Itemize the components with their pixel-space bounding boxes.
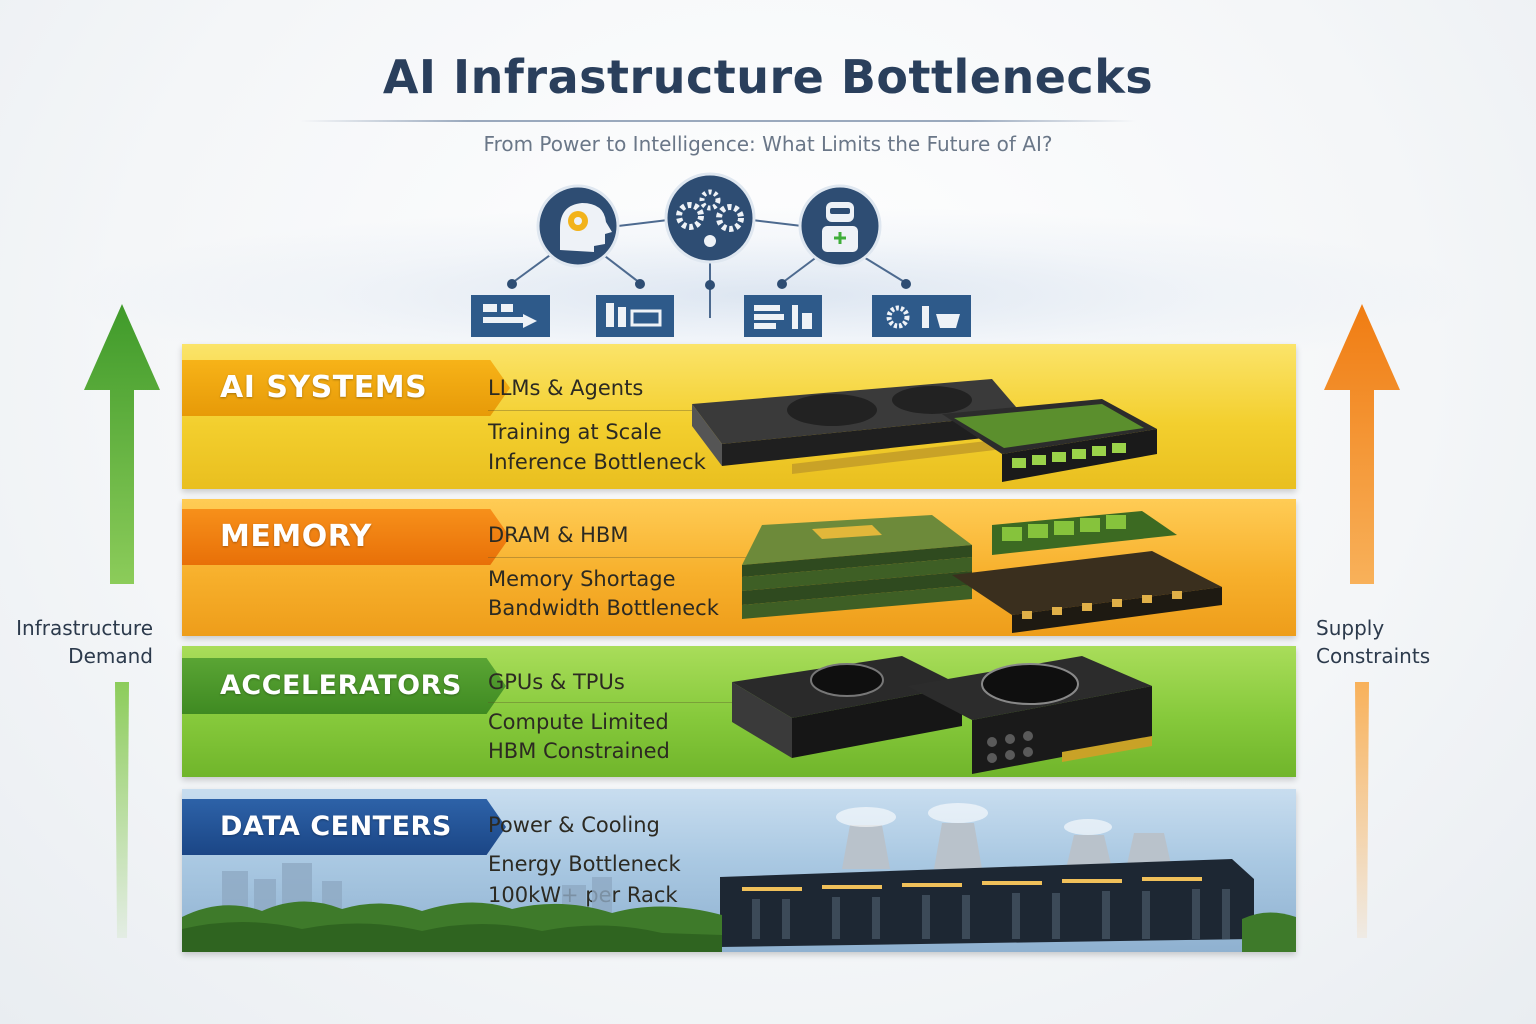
layer-item: DRAM & HBM <box>488 523 629 547</box>
gears-icon <box>664 172 756 264</box>
layer-item: GPUs & TPUs <box>488 670 625 694</box>
item-divider <box>488 702 856 703</box>
supply-constraints-label: Supply Constraints <box>1316 614 1516 670</box>
supply-arrow-icon <box>1324 304 1400 938</box>
item-divider <box>488 557 856 558</box>
page-subtitle: From Power to Intelligence: What Limits … <box>483 132 1053 156</box>
layer-item: Power & Cooling <box>488 813 660 837</box>
layer-tag: DATA CENTERS <box>182 799 506 855</box>
demand-label-line-1: Infrastructure <box>16 616 153 640</box>
layer-item: Bandwidth Bottleneck <box>488 596 719 620</box>
graphics-cards-icon <box>732 656 1152 774</box>
layer-tag: MEMORY <box>182 509 510 565</box>
layer-item: HBM Constrained <box>488 739 670 763</box>
layer-data-centers: DATA CENTERS Power & Cooling Energy Bott… <box>182 789 1296 952</box>
infrastructure-demand-label: Infrastructure Demand <box>0 614 153 670</box>
supply-label-line-2: Constraints <box>1316 644 1431 668</box>
layer-memory: MEMORY DRAM & HBM Memory Shortage Bandwi… <box>182 499 1296 636</box>
layer-item: LLMs & Agents <box>488 376 644 400</box>
layer-item: Training at Scale <box>488 420 662 444</box>
gear-toolbox-icon <box>872 295 971 337</box>
item-divider <box>488 410 856 411</box>
layer-item: Compute Limited <box>488 710 669 734</box>
document-stack-icon <box>744 295 822 337</box>
layer-ai-systems: AI SYSTEMS LLMs & Agents Training at Sca… <box>182 344 1296 489</box>
layer-item: Energy Bottleneck <box>488 852 681 876</box>
memory-modules-icon <box>742 511 1222 633</box>
demand-arrow-icon <box>84 304 160 938</box>
layer-item: Memory Shortage <box>488 567 676 591</box>
network-dots <box>507 279 911 290</box>
layer-item: Inference Bottleneck <box>488 450 706 474</box>
demand-label-line-2: Demand <box>68 644 153 668</box>
gpu-cards-icon <box>692 379 1157 482</box>
supply-label-line-1: Supply <box>1316 616 1385 640</box>
layer-tag: AI SYSTEMS <box>182 360 510 416</box>
layer-tag: ACCELERATORS <box>182 658 506 714</box>
page-title: AI Infrastructure Bottlenecks <box>382 50 1154 104</box>
flow-chart-icon <box>471 295 550 337</box>
title-divider <box>300 120 1136 122</box>
bar-panel-icon <box>596 295 674 337</box>
layer-accelerators: ACCELERATORS GPUs & TPUs Compute Limited… <box>182 646 1296 777</box>
brain-gear-icon <box>536 184 620 268</box>
data-center-scene-icon <box>182 803 1296 952</box>
robot-icon <box>798 184 882 268</box>
